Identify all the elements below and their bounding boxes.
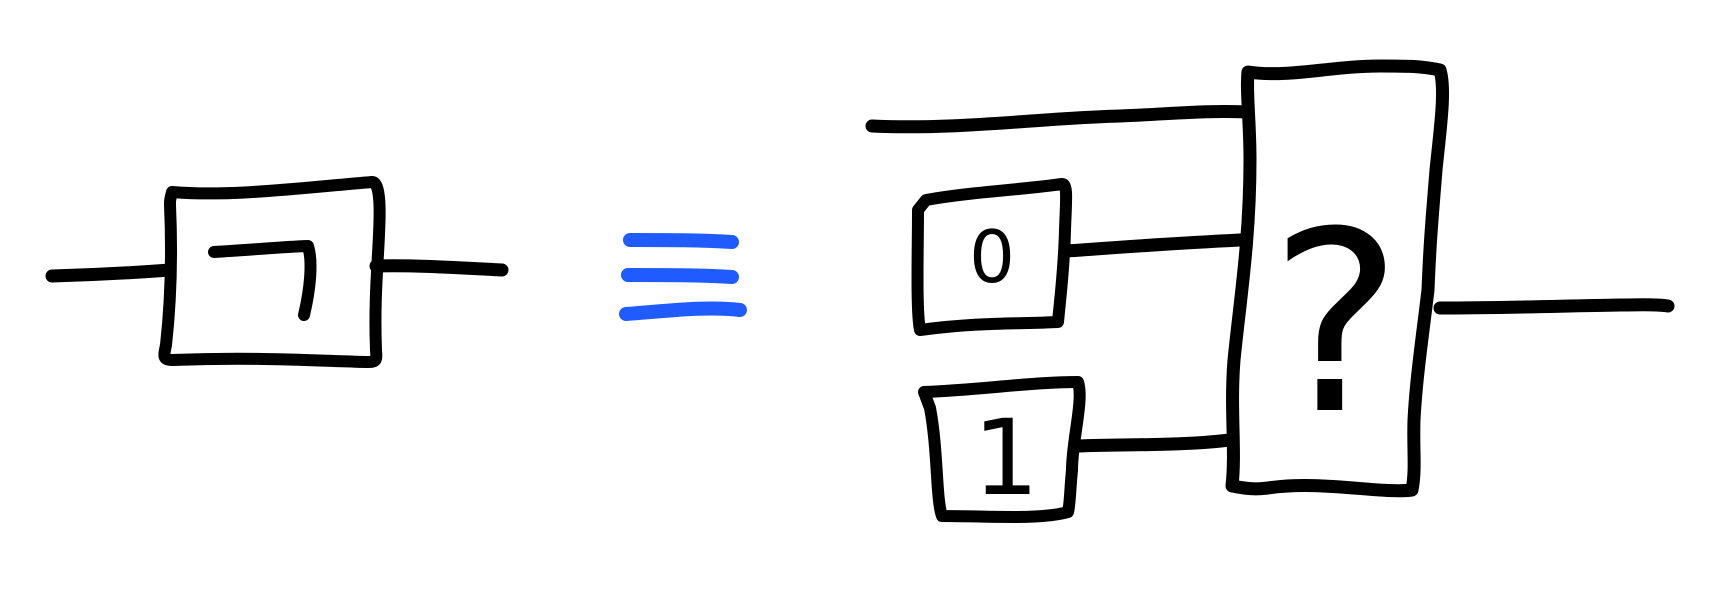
left-output-wire [369, 259, 509, 277]
corner-bracket-icon [208, 240, 317, 321]
equals-line-3 [619, 301, 747, 321]
left-box [158, 176, 386, 368]
left-input-wire [45, 263, 177, 283]
zero-wire [1059, 233, 1247, 258]
unknown-box [1225, 59, 1450, 498]
top-input-wire [865, 104, 1252, 134]
equals-line-1 [623, 233, 739, 249]
one-wire [1071, 433, 1237, 453]
zero-box [911, 178, 1073, 336]
equals-line-2 [621, 268, 739, 284]
one-box [918, 376, 1086, 523]
question-mark: ? [1270, 178, 1403, 469]
left-box-group [45, 176, 509, 368]
output-wire [1433, 298, 1675, 315]
equals-sign [619, 233, 747, 321]
right-diagram [865, 59, 1675, 523]
one-box-label: 1 [973, 397, 1039, 519]
zero-box-label: 0 [969, 215, 1015, 299]
